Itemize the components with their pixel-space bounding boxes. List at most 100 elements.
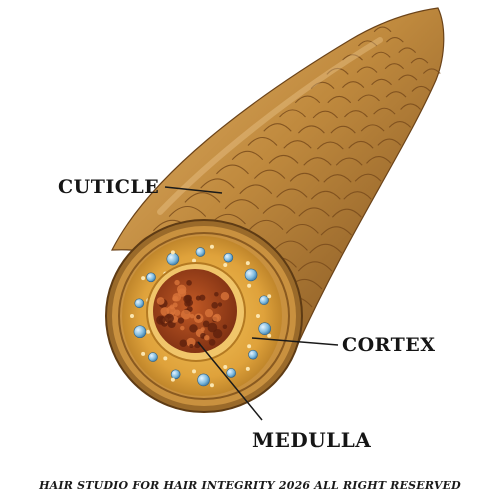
medulla-cell	[186, 280, 192, 286]
cuticle-scale	[354, 173, 382, 182]
cuticle-scale	[268, 154, 299, 164]
medulla-cell	[173, 309, 181, 316]
medulla-cell	[172, 296, 177, 301]
medulla-cell	[177, 317, 185, 324]
medulla-cell	[196, 314, 201, 320]
medulla-label: MEDULLA	[252, 428, 372, 452]
cuticle-scale	[371, 78, 392, 86]
cuticle-scale	[344, 110, 368, 118]
medulla-cell	[211, 301, 219, 309]
medulla-cell	[204, 309, 214, 318]
cortex-dot	[245, 261, 250, 266]
cuticle-scale	[335, 157, 363, 166]
cortex-granule	[223, 252, 234, 263]
medulla-cell	[164, 313, 174, 323]
cortex-dot	[192, 258, 197, 263]
cuticle-scale	[357, 40, 378, 47]
cortex-dot	[141, 351, 146, 356]
cortex-dot	[209, 383, 214, 388]
cuticle-scale	[410, 57, 429, 64]
cuticle-scale	[247, 136, 278, 146]
cortex-granule	[134, 298, 145, 309]
cuticle-scale	[200, 178, 235, 189]
cortex-dot	[163, 356, 168, 361]
cuticle-scale	[184, 192, 221, 203]
cortex-leader	[251, 337, 339, 346]
medulla-cell	[217, 302, 223, 307]
medulla-cell	[189, 314, 195, 319]
medulla-cell	[174, 279, 180, 286]
medulla-cell	[222, 324, 228, 329]
cuticle-scale	[386, 36, 404, 43]
medulla-cell	[179, 339, 188, 348]
cortex-granule	[244, 268, 258, 282]
medulla-cell	[199, 294, 206, 301]
cuticle-scale	[168, 205, 207, 217]
cuticle-scale	[398, 47, 417, 54]
medulla-cell	[180, 309, 191, 320]
medulla-texture	[156, 279, 230, 349]
cuticle-scale	[357, 94, 380, 102]
cuticle-leader	[164, 186, 223, 194]
cuticle-scale	[384, 63, 404, 70]
cortex-granule	[226, 368, 236, 378]
cortex-dot	[223, 263, 228, 268]
cortex-dot	[170, 377, 175, 382]
medulla-cell	[212, 314, 220, 322]
medulla-cell	[156, 315, 166, 325]
cuticle-scale	[283, 140, 312, 149]
medulla-cell	[202, 320, 210, 328]
cortex-dot	[247, 344, 252, 349]
cuticle-scale	[254, 169, 286, 179]
medulla-cell	[208, 339, 216, 346]
cuticle-scale	[326, 67, 349, 75]
medulla-cell	[200, 327, 205, 332]
cortex-dot	[267, 294, 272, 299]
cortex-dot	[130, 314, 134, 318]
medulla-cell	[166, 306, 176, 316]
cuticle-scale	[398, 74, 418, 81]
cuticle-scale	[297, 261, 333, 272]
cortex-granule	[259, 295, 269, 306]
cortex-label: CORTEX	[342, 334, 436, 356]
cuticle-scale	[294, 95, 321, 104]
cuticle-scale	[400, 103, 421, 110]
medulla-cell	[186, 337, 196, 347]
cortex-granule	[166, 252, 180, 266]
cuticle-scale	[298, 125, 325, 134]
cuticle-scale	[263, 123, 292, 132]
leader-lines	[164, 186, 339, 421]
cuticle-scale	[273, 240, 308, 251]
cuticle-scale	[216, 164, 249, 175]
cuticle-scale	[327, 95, 352, 104]
cuticle-scale	[239, 184, 273, 195]
cortex-dot	[209, 244, 214, 249]
cuticle-scale	[422, 68, 441, 74]
cuticle-scale	[309, 243, 343, 254]
cortex-granule	[248, 349, 258, 360]
cuticle-scale	[366, 156, 392, 164]
cross-section	[105, 219, 303, 413]
cuticle-scale	[331, 208, 362, 218]
cortex-granule	[170, 369, 181, 380]
cortex-granule	[195, 247, 206, 257]
medulla-cell	[220, 291, 230, 301]
cuticle-scale	[289, 172, 320, 182]
cortex-granule	[148, 352, 158, 362]
medulla-cell	[212, 328, 223, 339]
cortex-dot	[192, 369, 197, 374]
copyright-footer: HAIR STUDIO FOR HAIR INTEGRITY 2026 ALL …	[39, 479, 461, 492]
medulla-cell	[189, 343, 194, 349]
cuticle-scale	[231, 150, 264, 161]
cortex-dot	[223, 364, 228, 369]
cortex-granules	[130, 244, 272, 388]
medulla-cell	[183, 295, 192, 304]
cortex-dot	[146, 329, 151, 334]
cuticle-scale	[298, 207, 330, 217]
medulla-cell	[156, 297, 165, 305]
cuticle-scale	[310, 81, 335, 89]
cortex-dot	[247, 283, 252, 288]
cortex-granule	[197, 373, 210, 387]
cuticle-label: CUTICLE	[58, 176, 160, 198]
cuticle-scale	[320, 226, 352, 236]
